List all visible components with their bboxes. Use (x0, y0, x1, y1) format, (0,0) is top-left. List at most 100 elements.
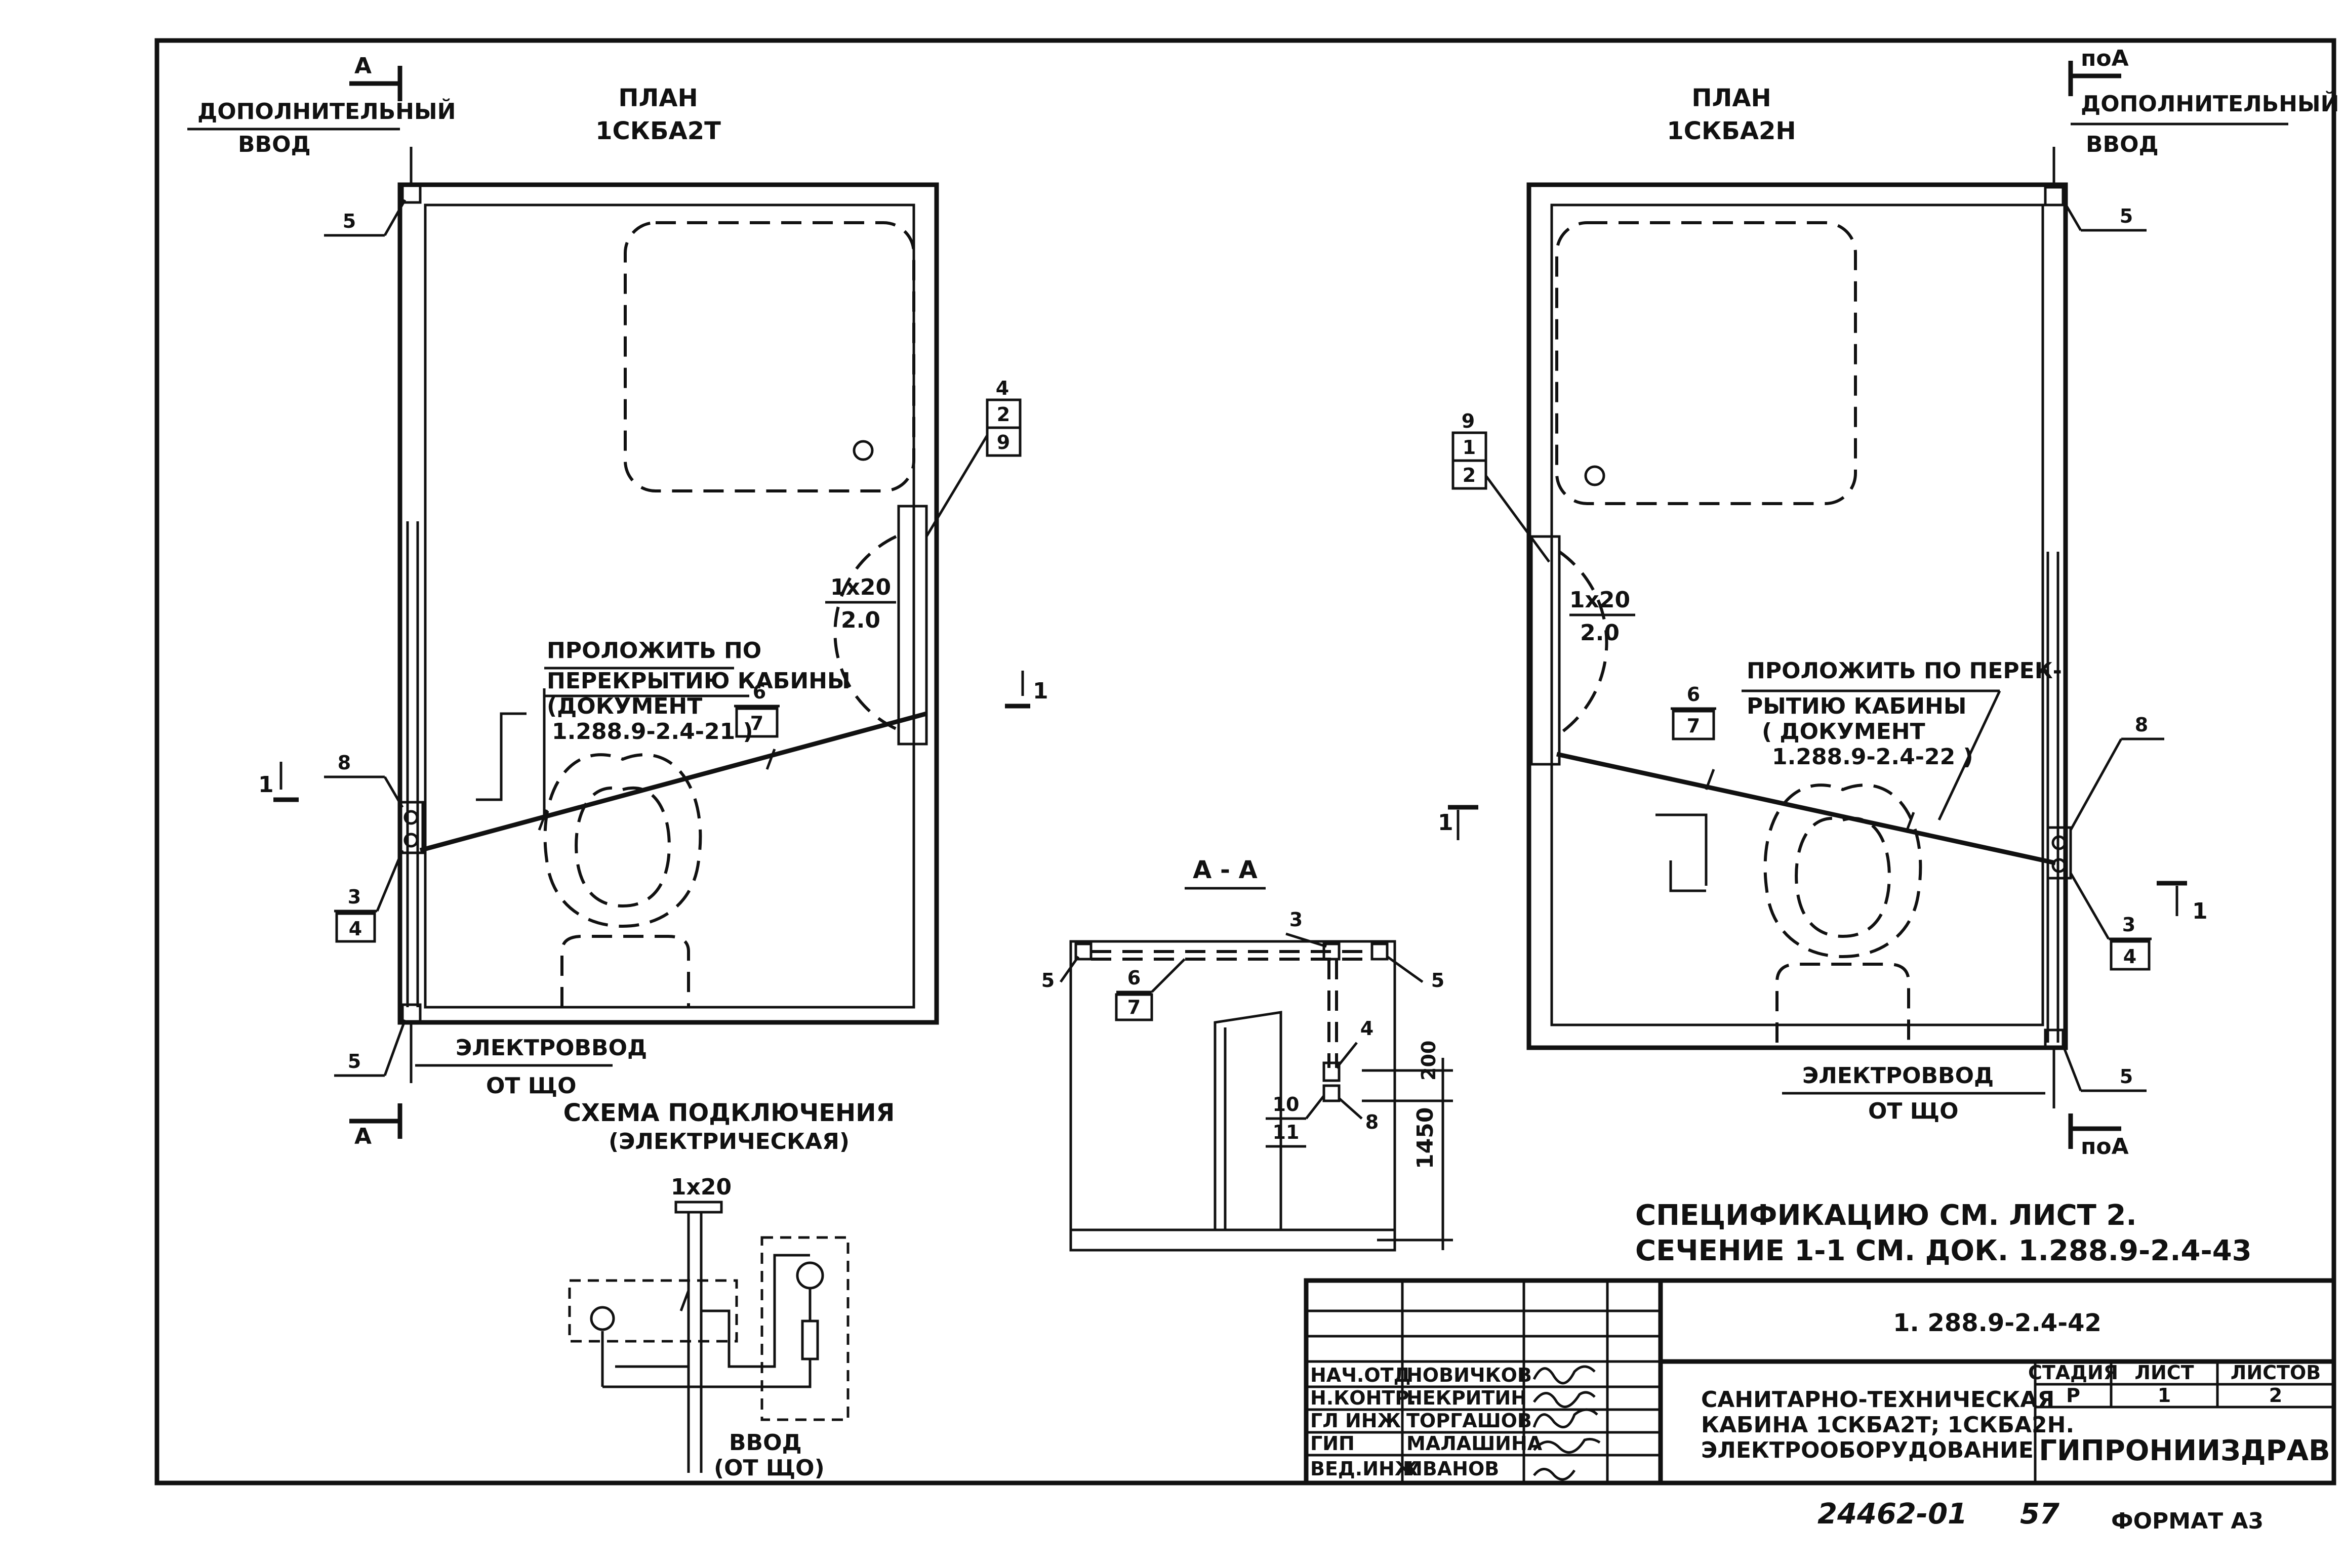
pos-6-right: 6 (1687, 683, 1700, 706)
sec-pa-top: поА (2081, 46, 2129, 71)
cable-right (1556, 752, 2056, 865)
connection-scheme: СХЕМА ПОДКЛЮЧЕНИЯ (ЭЛЕКТРИЧЕСКАЯ) 1х20 В… (563, 1099, 895, 1481)
shower-tray-right (1555, 221, 1857, 505)
staff-name-2: ТОРГАШОВ (1406, 1410, 1532, 1432)
drain-right (1584, 465, 1605, 486)
pos-8-right: 8 (2135, 714, 2148, 736)
aa-pos-5-r: 5 (1431, 969, 1444, 992)
input-box-left-bot (401, 1003, 422, 1024)
pos-4-right: 4 (2123, 945, 2136, 968)
aa-pos-6: 6 (1127, 967, 1141, 989)
fixture-left-bot: 2.0 (841, 607, 880, 633)
sec-pa-bot: поА (2081, 1134, 2129, 1160)
junction-box-right (2046, 826, 2072, 880)
scheme-input-from: (ОТ ЩО) (714, 1455, 825, 1481)
electro-from-left: ОТ ЩО (486, 1073, 576, 1099)
route-note-left-1: ПРОЛОЖИТЬ ПО (547, 638, 761, 664)
staff-role-3: ГИП (1310, 1432, 1355, 1455)
pos-5-right-top: 5 (2120, 205, 2133, 227)
pos-4-left: 4 (996, 377, 1009, 399)
route-note-right-1: ПРОЛОЖИТЬ ПО ПЕРЕК- (1747, 658, 2062, 684)
section-aa-title: А - А (1193, 856, 1258, 884)
plan-right-title: ПЛАН (1691, 84, 1771, 112)
cable-left (419, 711, 927, 853)
pos-7-right: 7 (1687, 715, 1700, 737)
desc-line-1: САНИТАРНО-ТЕХНИЧЕСКАЯ (1701, 1387, 2054, 1413)
signature-3 (1533, 1437, 1601, 1454)
sec-1-left: 1 (258, 772, 274, 798)
fixture-right-top: 1х20 (1569, 587, 1630, 613)
switch-aa (1322, 1061, 1341, 1082)
plan-left: ПЛАН 1СКБА2Т 1х20 2.0 (187, 53, 1048, 1149)
aa-pos-3: 3 (1289, 909, 1303, 931)
lamp-zone-left (833, 535, 897, 730)
aa-pos-10: 10 (1273, 1093, 1300, 1116)
pos-2-left: 2 (997, 403, 1010, 426)
cabin-right-inner (1550, 203, 2044, 1026)
note-spec: СПЕЦИФИКАЦИЮ СМ. ЛИСТ 2. (1635, 1199, 2137, 1232)
sec-1-right: 1 (1033, 678, 1048, 704)
pos-3-left: 3 (348, 886, 361, 908)
staff-name-0: НОВИЧКОВ (1406, 1364, 1532, 1386)
route-note-right-3: ( ДОКУМЕНТ (1762, 719, 1925, 745)
pos-9-right: 9 (1462, 410, 1475, 432)
scheme-socket (590, 1306, 615, 1331)
pos-1-right: 1 (1463, 436, 1476, 459)
stage-value: Р (2066, 1384, 2080, 1407)
route-note-left-4: 1.288.9-2.4-21 ) (552, 719, 753, 745)
aa-pos-11: 11 (1273, 1121, 1300, 1143)
sheet-header: ЛИСТ (2134, 1361, 2194, 1384)
fixture-left-top: 1х20 (830, 574, 891, 600)
plan-right-code: 1СКБА2Н (1667, 117, 1796, 145)
pos-4b-left: 4 (349, 918, 362, 940)
shower-tray-left (624, 221, 915, 492)
electro-input-right: ЭЛЕКТРОВВОД (1802, 1063, 1994, 1089)
plan-left-title: ПЛАН (618, 84, 698, 112)
lamp-zone-right (1558, 550, 1608, 735)
dim-200: 200 (1418, 1041, 1440, 1081)
sec-1-right-b: 1 (2192, 898, 2208, 924)
aa-pos-4: 4 (1360, 1017, 1373, 1040)
plan-right: ПЛАН 1СКБА2Н 1х20 2.0 ПРОЛОЖИТЬ ПО ПЕРЕК… (1438, 46, 2339, 1160)
pos-5-left-bot: 5 (348, 1050, 361, 1072)
door-left (897, 505, 928, 746)
sheets-header: ЛИСТОВ (2231, 1361, 2321, 1384)
sheet-value: 1 (2158, 1384, 2171, 1407)
input-box-right-top (2044, 186, 2065, 207)
section-aa: А - А 200 1450 3 5 5 6 7 4 (1041, 856, 1453, 1252)
sheets-value: 2 (2269, 1384, 2282, 1407)
scheme-subtitle: (ЭЛЕКТРИЧЕСКАЯ) (609, 1129, 850, 1154)
scheme-lamp (674, 1201, 723, 1214)
door-aa (1214, 1011, 1282, 1230)
desc-line-3: ЭЛЕКТРООБОРУДОВАНИЕ (1701, 1437, 2034, 1463)
route-note-left-3: (ДОКУМЕНТ (547, 693, 702, 719)
staff-name-3: МАЛАШИНА (1406, 1432, 1543, 1455)
sec-a-bot: А (354, 1124, 372, 1149)
sheet-number: 57 (2020, 1498, 2059, 1531)
route-note-left-2: ПЕРЕКРЫТИЮ КАБИНЫ (547, 668, 851, 694)
input-box-left-top (401, 183, 422, 204)
pos-5-right-bot: 5 (2120, 1065, 2133, 1088)
extra-input-left-2: ВВОД (238, 132, 311, 157)
sec-1-right-a: 1 (1438, 810, 1453, 836)
pos-2-right: 2 (1463, 464, 1476, 486)
pos-9-left: 9 (997, 431, 1010, 453)
drain-left (853, 440, 874, 461)
cabin-left-outer (397, 182, 939, 1025)
route-note-right-4: 1.288.9-2.4-22 ) (1772, 744, 1973, 770)
socket-aa (1322, 1084, 1341, 1102)
route-note-right-2: РЫТИЮ КАБИНЫ (1747, 693, 1966, 719)
organization: ГИПРОНИИЗДРАВ (2039, 1434, 2330, 1467)
signature-4 (1533, 1468, 1576, 1481)
door-right (1530, 535, 1561, 766)
scheme-input: ВВОД (729, 1430, 802, 1456)
staff-role-0: НАЧ.ОТД (1310, 1364, 1410, 1386)
fixture-right-bot: 2.0 (1580, 620, 1620, 646)
extra-input-right: ДОПОЛНИТЕЛЬНЫЙ (2081, 90, 2339, 117)
toilet-right (1763, 783, 1922, 959)
junction-box-left (398, 801, 424, 854)
scheme-transformer (796, 1261, 824, 1290)
paper-format: ФОРМАТ А3 (2111, 1508, 2264, 1534)
dim-1450: 1450 (1412, 1107, 1438, 1169)
